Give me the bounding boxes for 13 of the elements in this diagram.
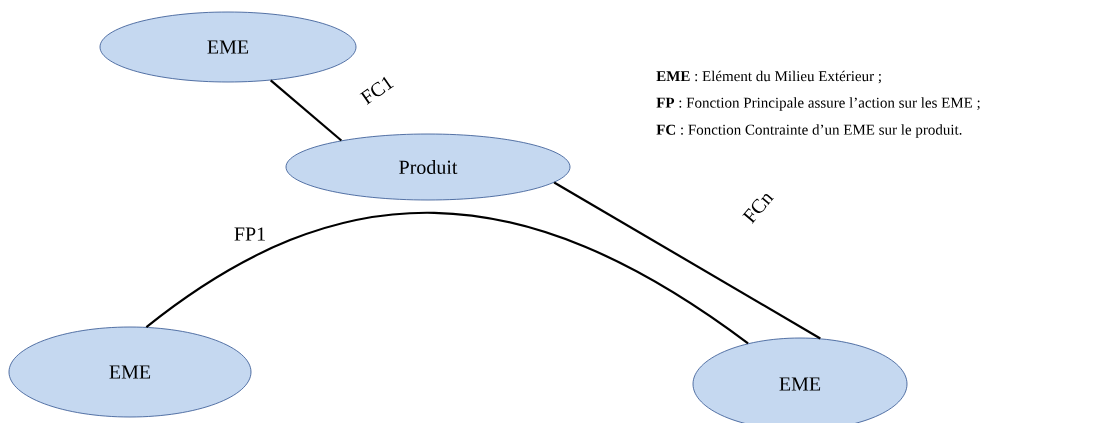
connector-line — [553, 181, 821, 340]
ellipse-node: Produit — [285, 133, 571, 201]
edge-label: FC1 — [359, 76, 394, 105]
ellipse-node: EME — [8, 326, 252, 418]
legend-note: FP : Fonction Principale assure l’action sur les EME ; — [656, 97, 980, 111]
legend-note: FC : Fonction Contrainte d’un EME sur le produit. — [656, 124, 962, 138]
legend-note: EME : Elément du Milieu Extérieur ; — [656, 70, 881, 84]
connector-line — [270, 79, 343, 142]
edge-label: FCn — [742, 193, 774, 224]
connector-line — [145, 211, 749, 345]
ellipse-node: EME — [99, 11, 357, 83]
edge-label: FP1 — [234, 227, 265, 241]
ellipse-node: EME — [692, 337, 908, 423]
